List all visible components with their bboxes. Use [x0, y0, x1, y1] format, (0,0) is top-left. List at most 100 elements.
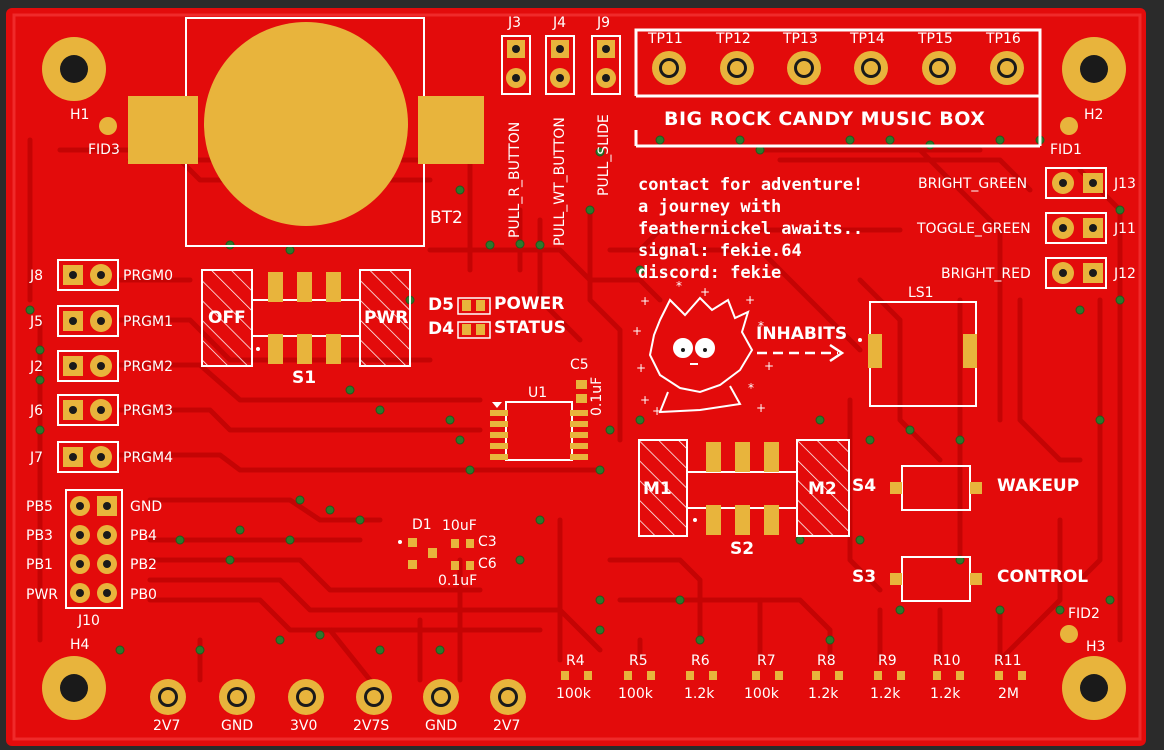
diode-ref-d1: D1 [412, 517, 432, 533]
cap-ref-c3: C3 [478, 534, 497, 550]
cap-ref-c5: C5 [570, 357, 589, 373]
resistor-ref: R8 [817, 653, 836, 669]
power-pad-label: 2V7 [153, 718, 181, 734]
svg-text:+: + [640, 294, 650, 308]
led-label-power: POWER [494, 294, 565, 314]
svg-text:+: + [636, 361, 646, 375]
j10-pin-label: PWR [26, 587, 59, 603]
testpoint-label: TP14 [850, 31, 885, 47]
testpoint-label: TP11 [648, 31, 683, 47]
svg-text:*: * [758, 319, 764, 333]
switch-s1-on-label: PWR [364, 308, 409, 328]
j10-ref: J10 [78, 613, 100, 629]
board-title: BIG ROCK CANDY MUSIC BOX [664, 108, 986, 130]
resistor-ref: R7 [757, 653, 776, 669]
svg-text:+: + [632, 324, 642, 338]
speaker-ref: LS1 [908, 285, 934, 301]
pullup-label-slide: PULL_SLIDE [596, 114, 612, 196]
resistor-ref: R4 [566, 653, 585, 669]
j10-pin-label: PB1 [26, 557, 53, 573]
power-pad-label: 3V0 [290, 718, 318, 734]
switch-s2-right-label: M2 [808, 479, 837, 499]
button-ref-s3: S3 [852, 567, 877, 587]
led-header-label: BRIGHT_GREEN [918, 176, 1028, 192]
message-line: contact for adventure! [638, 175, 864, 195]
resistor-value: 100k [618, 686, 653, 702]
j10-pin-label: PB5 [26, 499, 53, 515]
resistor-value: 100k [556, 686, 591, 702]
fiducial-label-fid3: FID3 [88, 142, 120, 158]
hole-label-h3: H3 [1086, 639, 1106, 655]
j10-pin-label: PB2 [130, 557, 157, 573]
prgm-header-label: PRGM1 [123, 314, 174, 330]
prgm-header-ref: J6 [30, 403, 44, 419]
message-line: signal: fekie.64 [638, 241, 802, 261]
prgm-header-label: PRGM3 [123, 403, 174, 419]
svg-text:+: + [756, 401, 766, 415]
power-pad-label: 2V7 [493, 718, 521, 734]
led-header-ref: J11 [1114, 221, 1136, 237]
prgm-header-label: PRGM2 [123, 359, 174, 375]
testpoint-label: TP15 [918, 31, 953, 47]
resistor-value: 1.2k [930, 686, 961, 702]
testpoint-label: TP12 [716, 31, 751, 47]
led-ref-d4: D4 [428, 319, 454, 339]
message-line: feathernickel awaits.. [638, 219, 864, 239]
hole-label-h1: H1 [70, 107, 90, 123]
svg-text:+: + [652, 404, 662, 418]
cap-value-c6: 0.1uF [438, 573, 478, 589]
resistor-ref: R11 [994, 653, 1022, 669]
fiducial-label-fid2: FID2 [1068, 606, 1100, 622]
cap-ref-c6: C6 [478, 556, 497, 572]
cap-value-c3: 10uF [442, 518, 477, 534]
svg-text:+: + [745, 293, 755, 307]
svg-text:*: * [748, 381, 754, 395]
resistor-ref: R10 [933, 653, 961, 669]
switch-s1-ref: S1 [292, 368, 317, 388]
button-ref-s4: S4 [852, 476, 877, 496]
led-header-label: TOGGLE_GREEN [917, 221, 1031, 237]
svg-text:+: + [764, 359, 774, 373]
led-header-ref: J12 [1114, 266, 1136, 282]
led-header-label: BRIGHT_RED [941, 266, 1031, 282]
switch-s2-ref: S2 [730, 539, 755, 559]
power-pad-label: GND [221, 718, 254, 734]
prgm-header-ref: J7 [30, 450, 44, 466]
hole-label-h4: H4 [70, 637, 90, 653]
prgm-header-ref: J5 [30, 314, 44, 330]
prgm-header-label: PRGM4 [123, 450, 174, 466]
led-label-status: STATUS [494, 318, 567, 338]
cap-value-c5: 0.1uF [589, 376, 605, 416]
pullup-label-r-button: PULL_R_BUTTON [507, 121, 523, 238]
button-label-wakeup: WAKEUP [997, 476, 1080, 496]
message-block: contact for adventure! a journey with fe… [638, 174, 863, 284]
message-line: a journey with [638, 197, 782, 217]
hole-label-h2: H2 [1084, 107, 1104, 123]
speaker-arrow-label: INHABITS [756, 324, 848, 344]
j10-pin-label: PB0 [130, 587, 157, 603]
switch-s2-left-label: M1 [643, 479, 672, 499]
led-ref-d5: D5 [428, 295, 454, 315]
testpoint-label: TP16 [986, 31, 1021, 47]
resistor-value: 100k [744, 686, 779, 702]
pullup-ref-j9: J9 [597, 15, 611, 31]
j10-pin-label: PB3 [26, 528, 53, 544]
svg-text:+: + [640, 393, 650, 407]
fiducial-label-fid1: FID1 [1050, 142, 1082, 158]
button-label-control: CONTROL [997, 567, 1089, 587]
switch-s1-off-label: OFF [208, 308, 246, 328]
led-header-ref: J13 [1114, 176, 1136, 192]
pullup-ref-j4: J4 [553, 15, 567, 31]
testpoint-label: TP13 [783, 31, 818, 47]
power-pad-label: 2V7S [353, 718, 390, 734]
resistor-ref: R5 [629, 653, 648, 669]
svg-text:*: * [676, 279, 682, 293]
prgm-header-ref: J8 [30, 268, 44, 284]
resistor-value: 1.2k [870, 686, 901, 702]
resistor-value: 2M [998, 686, 1019, 702]
j10-pin-label: PB4 [130, 528, 157, 544]
pullup-ref-j3: J3 [508, 15, 522, 31]
message-line: discord: fekie [638, 263, 782, 283]
